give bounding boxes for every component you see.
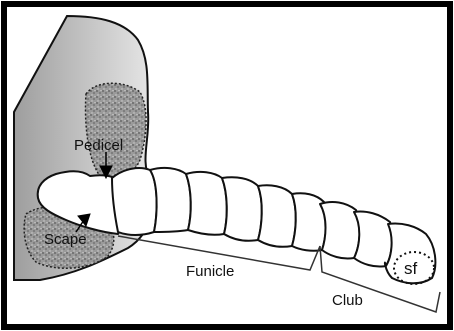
funicle-segment-4 — [258, 185, 296, 246]
funicle-segment-1 — [150, 168, 191, 232]
funicle-segment-3 — [222, 177, 262, 240]
club-label: Club — [332, 292, 363, 309]
club-segment-1 — [320, 202, 360, 259]
sf-label: sf — [404, 259, 418, 278]
funicle-segment-2 — [186, 172, 227, 235]
scape-label: Scape — [44, 231, 87, 248]
pedicel-segment — [112, 168, 157, 235]
sensilla-patch-upper — [86, 83, 147, 179]
funicle-label: Funicle — [186, 263, 234, 280]
funicle-segment-5 — [292, 193, 326, 251]
pedicel-label: Pedicel — [74, 137, 123, 154]
club-segment-2 — [354, 211, 392, 266]
